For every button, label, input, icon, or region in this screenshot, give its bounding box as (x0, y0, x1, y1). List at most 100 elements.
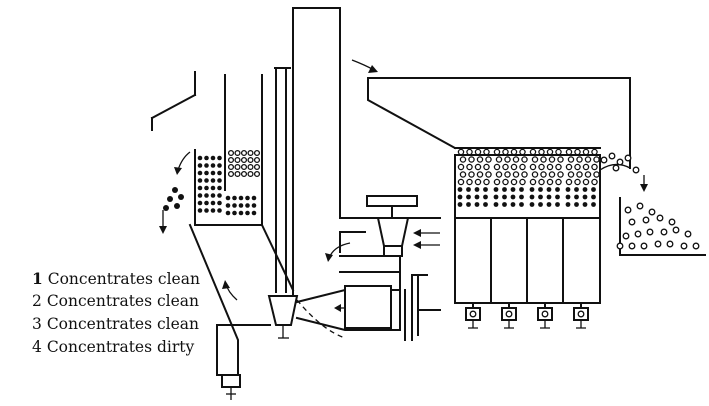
light-particle (548, 156, 556, 163)
dark-particle (502, 202, 507, 207)
light-particle (234, 149, 241, 157)
light-particle (555, 178, 562, 186)
light-particle (540, 171, 547, 178)
left-separator (188, 74, 295, 400)
light-particle (466, 163, 473, 171)
light-particle (512, 156, 520, 163)
cell-outlets (465, 302, 589, 329)
light-particle (531, 156, 539, 163)
light-particle (240, 156, 248, 164)
dark-particle (238, 195, 244, 201)
dark-particle (217, 208, 222, 213)
dark-particle (204, 178, 209, 183)
light-particle (680, 242, 688, 250)
dark-particle (225, 203, 231, 208)
dark-particle (538, 202, 543, 207)
light-particle (624, 154, 632, 162)
light-particle (510, 178, 518, 186)
light-particle (512, 171, 520, 178)
legend: 1 Concentrates clean 2 Concentrates clea… (32, 269, 200, 356)
dark-particle (204, 193, 209, 198)
dark-particle (251, 195, 257, 201)
light-particle (504, 171, 511, 178)
dark-particle (474, 202, 480, 207)
light-particle (608, 152, 616, 160)
flotation-cells (454, 154, 601, 304)
light-particle (654, 240, 662, 248)
light-particle (684, 230, 692, 238)
light-particle (646, 228, 654, 236)
light-particle (692, 242, 700, 250)
light-particle (546, 148, 554, 156)
dark-particle (204, 208, 209, 213)
dark-particle (204, 163, 209, 168)
light-particle (538, 148, 545, 156)
dark-particle (574, 194, 579, 200)
light-particle (483, 178, 490, 186)
dark-particle (197, 170, 203, 176)
light-particle (565, 178, 573, 186)
dark-particle (582, 202, 588, 207)
light-particle (253, 149, 261, 157)
dark-particle (210, 208, 216, 213)
light-particle (521, 156, 528, 163)
legend-item-3: 3 Concentrates clean (32, 315, 199, 333)
dark-particle (582, 194, 588, 200)
cell-particles (457, 148, 600, 207)
light-particle (495, 171, 503, 178)
dark-particle (519, 187, 524, 192)
light-particle (474, 163, 482, 171)
light-particle (466, 148, 473, 156)
dark-particle (232, 210, 237, 216)
dark-particle (546, 202, 552, 207)
dark-particle (204, 155, 209, 161)
light-particle (557, 156, 564, 163)
dark-particle (225, 195, 231, 201)
light-particle (582, 148, 590, 156)
light-particle (493, 148, 501, 156)
light-particle (546, 178, 554, 186)
light-particle (574, 178, 581, 186)
light-particle (459, 156, 467, 163)
dark-particle (217, 193, 222, 198)
light-particle (612, 164, 620, 172)
light-particle (634, 230, 642, 238)
dark-particle (493, 194, 499, 200)
dark-particle (555, 194, 560, 200)
light-particle (474, 148, 482, 156)
dark-particle (245, 195, 250, 201)
dark-particle (546, 187, 552, 192)
light-particle (640, 242, 648, 250)
dark-particle (582, 187, 588, 192)
light-particle (540, 156, 547, 163)
light-particle (247, 170, 254, 178)
light-particle (253, 156, 261, 164)
light-particle (529, 163, 537, 171)
dark-particle (457, 187, 463, 192)
dark-particle (457, 202, 463, 207)
light-particle (505, 310, 513, 318)
dark-particle (474, 194, 480, 200)
light-particle (227, 156, 235, 164)
dark-particle (483, 202, 488, 207)
dark-particle (197, 178, 203, 183)
light-particle (521, 171, 528, 178)
light-particle (529, 178, 537, 186)
collection-bin (599, 163, 706, 256)
light-particle (483, 148, 490, 156)
dark-particle (493, 187, 499, 192)
outlet-stem (504, 320, 514, 329)
light-particle (502, 178, 509, 186)
light-particle (600, 156, 608, 164)
light-particle (493, 178, 501, 186)
central-cone (267, 67, 299, 339)
dark-particle (245, 210, 250, 216)
upper-valve (366, 195, 418, 257)
dark-particle (502, 194, 507, 200)
dark-particle (251, 210, 257, 216)
light-particle (529, 148, 537, 156)
dark-particle (493, 202, 499, 207)
light-particle (457, 178, 465, 186)
dark-particle (565, 202, 571, 207)
light-particle (546, 163, 554, 171)
